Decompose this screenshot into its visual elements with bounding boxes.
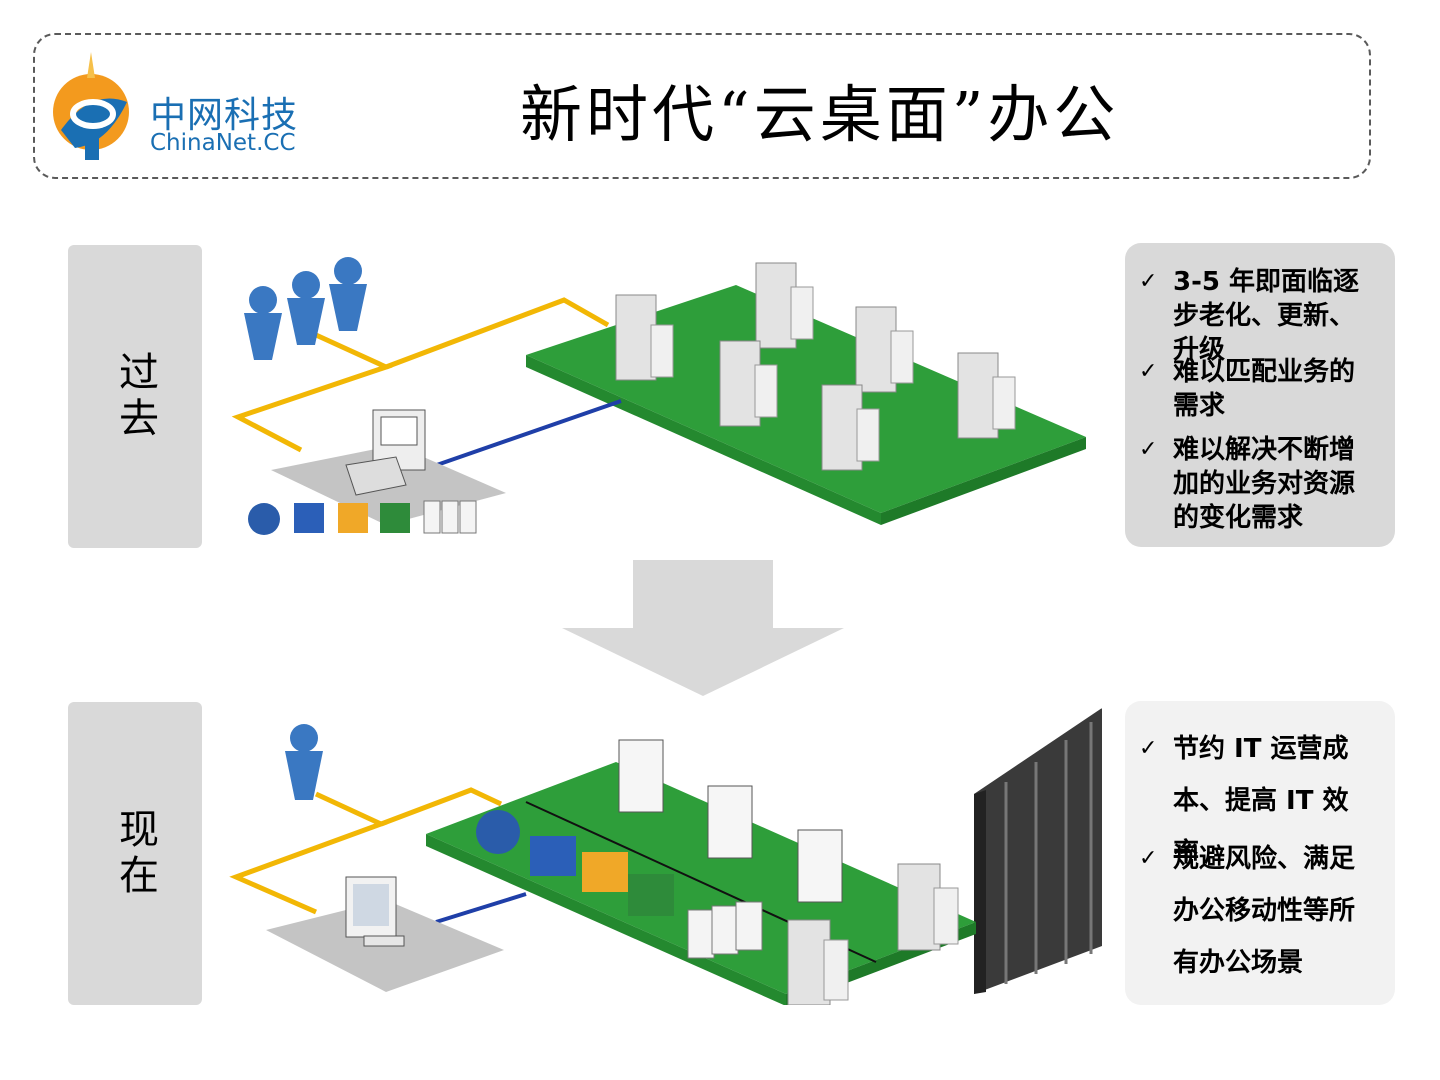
document-icon	[423, 500, 477, 534]
company-logo	[53, 52, 129, 160]
check-icon: ✓	[1139, 437, 1158, 462]
past-label-box: 过去	[68, 245, 202, 548]
past-blue-link	[430, 399, 622, 469]
past-notes: ✓ 3-5 年即面临逐步老化、更新、升级 ✓ 难以匹配业务的需求 ✓ 难以解决不…	[1125, 243, 1395, 547]
outlook-icon	[338, 503, 368, 533]
logo-chinese-name: 中网科技	[150, 95, 299, 136]
check-icon: ✓	[1139, 359, 1158, 384]
windows-icon	[248, 503, 280, 535]
down-arrow	[562, 560, 844, 696]
excel-icon	[380, 503, 410, 533]
document-icon	[797, 829, 843, 903]
server-icon	[615, 294, 674, 381]
check-icon: ✓	[1139, 736, 1158, 761]
server-icon	[855, 306, 914, 393]
past-label: 过去	[112, 350, 158, 443]
excel-icon	[628, 874, 674, 916]
logo-english-name: ChinaNet.CC	[150, 130, 296, 156]
present-yellow-link	[229, 791, 388, 915]
check-icon: ✓	[1139, 846, 1158, 871]
header-frame	[33, 33, 1371, 179]
datacenter-rack-icon	[974, 708, 1102, 994]
present-network-diagram	[229, 708, 1102, 1005]
server-icon	[957, 352, 1016, 439]
present-blue-link	[435, 892, 527, 924]
windows-icon	[476, 810, 520, 854]
page-title: 新时代“云桌面”办公	[520, 78, 1120, 151]
monitor-icon	[345, 876, 405, 947]
past-bullet-3: ✓ 难以解决不断增加的业务对资源的变化需求	[1139, 435, 1356, 533]
past-diagram-panel	[226, 245, 1104, 548]
present-bullet-1: ✓ 节约 IT 运营成本、提高 IT 效率	[1139, 723, 1359, 879]
past-bullet-1: ✓ 3-5 年即面临逐步老化、更新、升级	[1139, 267, 1360, 365]
past-bullet-2: ✓ 难以匹配业务的需求	[1139, 357, 1356, 421]
server-icon	[821, 384, 880, 471]
user-icon	[329, 257, 367, 331]
present-bullet-2: ✓ 规避风险、满足办公移动性等所有办公场景	[1139, 833, 1369, 989]
present-label-box: 现在	[68, 702, 202, 1005]
present-diagram-panel	[226, 702, 1104, 1005]
past-network-diagram	[231, 257, 1086, 535]
past-yellow-link	[231, 332, 393, 453]
user-icon	[244, 286, 282, 360]
outlook-icon	[582, 852, 628, 892]
user-icon	[285, 724, 323, 800]
word-icon	[530, 836, 576, 876]
document-icon	[687, 901, 763, 959]
user-icon	[287, 271, 325, 345]
server-icon	[755, 262, 814, 349]
present-label: 现在	[112, 807, 158, 900]
computer-icon	[345, 409, 426, 496]
server-icon	[787, 919, 849, 1005]
server-icon	[897, 863, 959, 951]
document-icon	[618, 739, 664, 813]
present-notes: ✓ 节约 IT 运营成本、提高 IT 效率 ✓ 规避风险、满足办公移动性等所有办…	[1125, 701, 1395, 1005]
check-icon: ✓	[1139, 269, 1158, 294]
word-icon	[294, 503, 324, 533]
server-icon	[719, 340, 778, 427]
document-icon	[707, 785, 753, 859]
